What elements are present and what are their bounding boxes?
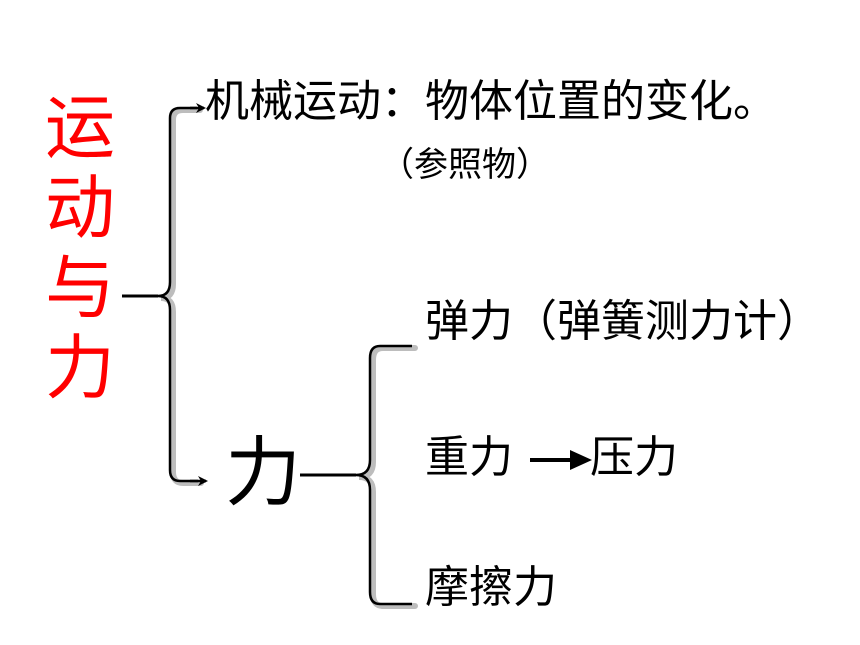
force-label: 力 — [225, 428, 301, 517]
root-title: 运动与力 — [45, 87, 115, 409]
pressure-text: 压力 — [590, 432, 678, 483]
mechanical-motion-text: 机械运动：物体位置的变化。 — [205, 76, 777, 127]
mechanical-motion-note: （参照物） — [380, 145, 550, 185]
elastic-force-text: 弹力（弹簧测力计） — [425, 296, 821, 347]
friction-text: 摩擦力 — [425, 562, 557, 613]
gravity-to-pressure-arrowhead — [570, 450, 592, 470]
force-bracket-shadow — [358, 345, 418, 609]
main-bracket-shadow — [160, 107, 204, 486]
main-bracket — [157, 106, 198, 483]
gravity-text: 重力 — [425, 432, 513, 483]
